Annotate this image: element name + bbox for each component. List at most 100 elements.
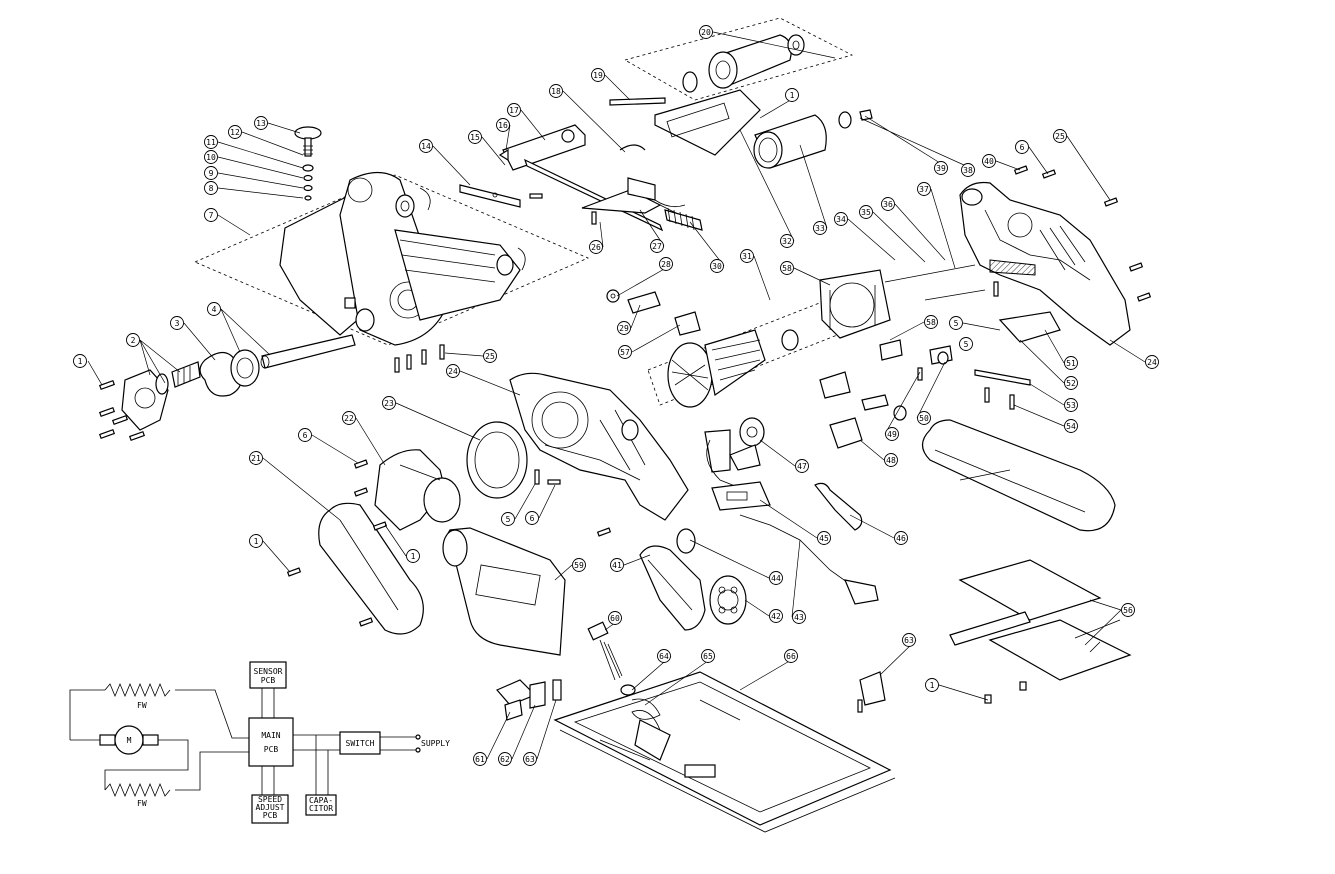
callout-circle [249, 534, 263, 548]
callout-circle [446, 364, 460, 378]
fw-top-label: FW [137, 701, 147, 710]
part-callout: 6 [1015, 140, 1029, 154]
electronics [704, 417, 879, 605]
callout-number: 23 [384, 399, 394, 408]
callout-circle [834, 212, 848, 226]
callout-circle [498, 752, 512, 766]
part-callout: 54 [1064, 419, 1078, 433]
part-callout: 42 [769, 609, 783, 623]
part-callout: 63 [902, 633, 916, 647]
callout-circle [934, 161, 948, 175]
part-callout: 49 [885, 427, 899, 441]
callout-number: 27 [652, 242, 662, 251]
part-callout: 24 [446, 364, 460, 378]
switch-box [339, 731, 381, 755]
part-callout: 3 [170, 316, 184, 330]
callout-circle [740, 249, 754, 263]
part-callout: 38 [961, 163, 975, 177]
callout-circle [795, 459, 809, 473]
main-pcb-box [248, 717, 294, 767]
callout-circle [204, 181, 218, 195]
part-callout: 21 [249, 451, 263, 465]
callout-number: 25 [485, 352, 495, 361]
callout-number: 16 [498, 121, 508, 130]
callout-circle [419, 139, 433, 153]
callout-number: 5 [964, 340, 969, 349]
callout-circle [249, 451, 263, 465]
sanding-belt [921, 419, 1116, 532]
callout-circle [1015, 140, 1029, 154]
callout-number: 8 [209, 184, 214, 193]
drums [654, 34, 873, 169]
callout-circle [925, 678, 939, 692]
gear-housing [279, 171, 526, 346]
callout-number: 31 [742, 252, 752, 261]
callout-circle [589, 240, 603, 254]
callout-circle [792, 610, 806, 624]
callout-number: 15 [470, 133, 480, 142]
part-callout: 60 [608, 611, 622, 625]
part-callout: 43 [792, 610, 806, 624]
callout-number: 2 [131, 336, 136, 345]
capacitor-box [305, 794, 337, 816]
part-callout: 6 [298, 428, 312, 442]
callout-number: 48 [886, 456, 896, 465]
callout-circle [126, 333, 140, 347]
callout-circle [525, 511, 539, 525]
callout-circle [204, 208, 218, 222]
callout-circle [610, 558, 624, 572]
part-callout: 14 [419, 139, 433, 153]
part-callout: 34 [834, 212, 848, 226]
callout-circle [170, 316, 184, 330]
part-callout: 59 [572, 558, 586, 572]
part-callout: 66 [784, 649, 798, 663]
part-callout: 5 [501, 512, 515, 526]
part-callout: 25 [483, 349, 497, 363]
part-callout: 7 [204, 208, 218, 222]
callout-number: 45 [819, 534, 829, 543]
callout-number: 19 [593, 71, 603, 80]
callout-circle [1145, 355, 1159, 369]
callout-number: 57 [620, 348, 630, 357]
callout-number: 1 [254, 537, 259, 546]
callout-number: 33 [815, 224, 825, 233]
callout-number: 65 [703, 652, 713, 661]
callout-circle [650, 239, 664, 253]
callout-number: 60 [610, 614, 620, 623]
part-callout: 36 [881, 197, 895, 211]
shaft-assembly [121, 334, 356, 431]
callout-number: 1 [78, 357, 83, 366]
callout-circle [204, 166, 218, 180]
callout-number: 58 [782, 264, 792, 273]
part-callout: 5 [949, 316, 963, 330]
part-callout: 56 [1121, 603, 1135, 617]
part-callout: 1 [249, 534, 263, 548]
part-callout: 40 [982, 154, 996, 168]
callout-circle [496, 118, 510, 132]
callout-number: 64 [659, 652, 669, 661]
callout-balloons: 1234789101112131415161718192013332343536… [73, 25, 1159, 766]
callout-circle [617, 321, 631, 335]
callout-circle [473, 752, 487, 766]
callout-circle [73, 354, 87, 368]
part-callout: 4 [207, 302, 221, 316]
part-callout: 65 [701, 649, 715, 663]
callout-circle [885, 427, 899, 441]
callout-circle [657, 649, 671, 663]
callout-number: 9 [209, 169, 214, 178]
part-callout: 10 [204, 150, 218, 164]
callout-number: 24 [448, 367, 458, 376]
part-callout: 41 [610, 558, 624, 572]
callout-circle [813, 221, 827, 235]
part-callout: 8 [204, 181, 218, 195]
callout-circle [710, 259, 724, 273]
callout-circle [1064, 376, 1078, 390]
small-parts-right [879, 311, 1061, 410]
callout-number: 37 [919, 185, 929, 194]
callout-number: 62 [500, 755, 510, 764]
callout-circle [785, 88, 799, 102]
callout-circle [881, 197, 895, 211]
frame-parts [459, 97, 703, 232]
part-callout: 62 [498, 752, 512, 766]
